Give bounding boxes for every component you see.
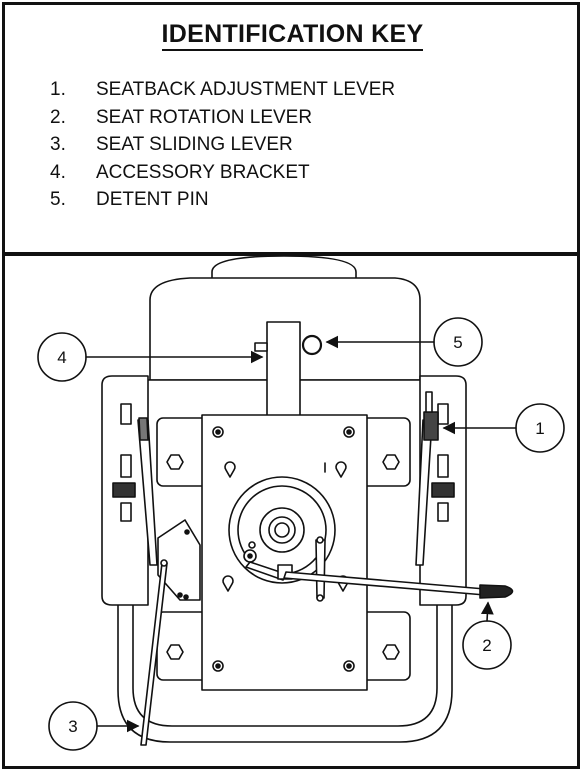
rotation-linkage-rod <box>315 539 326 599</box>
swivel-bearing-hub <box>268 516 296 544</box>
right-armrest-slot <box>437 502 449 522</box>
key-item-label: SEATBACK ADJUSTMENT LEVER <box>96 79 396 100</box>
hex-nut <box>382 644 400 660</box>
key-title-text: IDENTIFICATION KEY <box>161 20 424 51</box>
slide-bracket <box>157 519 201 601</box>
hex-nut <box>382 454 400 470</box>
hex-nut <box>166 454 184 470</box>
key-item: 5. DETENT PIN <box>50 186 395 214</box>
key-item-label: SEAT ROTATION LEVER <box>96 106 313 128</box>
key-item-label: SEAT SLIDING LEVER <box>96 134 293 155</box>
key-item-label: DETENT PIN <box>96 189 209 210</box>
plate-keyhole <box>335 461 347 478</box>
leader-line-2 <box>480 601 494 622</box>
key-item-number: 2. <box>50 106 66 128</box>
seatback-lever-left-grip <box>138 417 149 441</box>
key-title: IDENTIFICATION KEY <box>0 20 585 51</box>
callout-label-4: 4 <box>57 348 66 367</box>
plate-bolt <box>343 660 355 672</box>
seatback-adjustment-lever-grip <box>423 411 439 441</box>
key-item-number: 3. <box>50 134 66 155</box>
key-item: 1. SEATBACK ADJUSTMENT LEVER <box>50 76 395 104</box>
seat-rotation-lever-grip <box>479 584 514 599</box>
callout-label-2: 2 <box>482 636 491 655</box>
key-item-number: 1. <box>50 79 66 100</box>
key-item: 4. ACCESSORY BRACKET <box>50 159 395 187</box>
left-armrest-knob <box>112 482 136 498</box>
key-item-number: 4. <box>50 161 66 183</box>
section-divider <box>2 252 580 256</box>
hex-nut <box>166 644 184 660</box>
key-item: 2. SEAT ROTATION LEVER <box>50 104 395 132</box>
right-armrest-knob <box>431 482 455 498</box>
key-item: 3. SEAT SLIDING LEVER <box>50 131 395 159</box>
plate-keyhole <box>222 575 234 592</box>
callout-label-3: 3 <box>68 717 77 736</box>
plate-bolt <box>212 426 224 438</box>
right-armrest-slot <box>437 454 449 478</box>
rotation-linkage-arm <box>245 561 287 581</box>
outer-frame <box>2 2 580 769</box>
plate-bolt <box>212 660 224 672</box>
left-armrest-slot <box>120 502 132 522</box>
accessory-bracket <box>266 321 301 423</box>
callout-label-1: 1 <box>535 419 544 438</box>
key-item-number: 5. <box>50 189 66 210</box>
callout-label-5: 5 <box>453 333 462 352</box>
swivel-bearing-inner <box>259 507 305 553</box>
detent-pin-ring <box>301 334 323 356</box>
accessory-bracket-pin <box>254 342 268 352</box>
identification-key-list: 1. SEATBACK ADJUSTMENT LEVER 2. SEAT ROTAT… <box>50 76 395 214</box>
plate-keyhole <box>224 461 236 478</box>
right-armrest-slot <box>437 403 449 425</box>
plate-bolt <box>343 426 355 438</box>
seat-cushion-inner-line <box>132 409 438 727</box>
key-item-label: ACCESSORY BRACKET <box>96 161 310 183</box>
left-armrest-slot <box>120 403 132 425</box>
left-armrest-slot <box>120 454 132 478</box>
